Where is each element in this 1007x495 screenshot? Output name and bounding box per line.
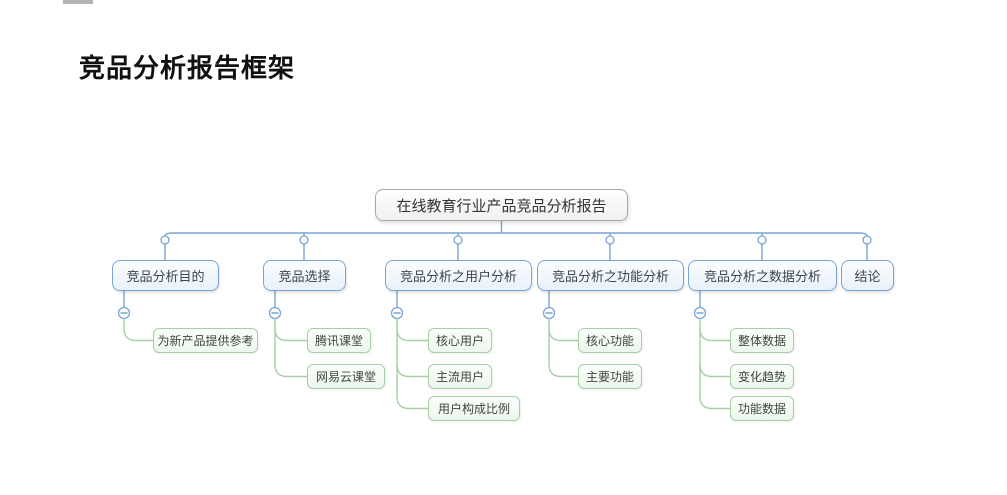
branch-joint-dot xyxy=(453,235,463,245)
mindmap-leaf-node[interactable]: 主要功能 xyxy=(578,364,642,389)
collapse-button[interactable] xyxy=(390,306,404,320)
mindmap-leaf-node[interactable]: 主流用户 xyxy=(428,364,492,389)
scrollbar-fragment xyxy=(63,0,93,4)
mindmap-leaf-node[interactable]: 腾讯课堂 xyxy=(307,328,371,353)
mindmap-branch-node[interactable]: 竞品选择 xyxy=(263,260,346,291)
branch-joint-dot xyxy=(160,235,170,245)
collapse-button[interactable] xyxy=(117,306,131,320)
connector-line xyxy=(699,317,731,410)
connector-line xyxy=(396,327,429,342)
branch-joint-dot xyxy=(862,235,872,245)
connector-line xyxy=(548,317,579,378)
collapse-button[interactable] xyxy=(693,306,707,320)
connector-line xyxy=(699,363,731,378)
connector-line xyxy=(274,317,308,378)
mindmap-branch-node[interactable]: 竞品分析之用户分析 xyxy=(385,260,532,291)
mindmap-branch-node[interactable]: 结论 xyxy=(841,260,894,291)
mindmap-leaf-node[interactable]: 功能数据 xyxy=(730,396,794,421)
collapse-button[interactable] xyxy=(542,306,556,320)
mindmap-leaf-node[interactable]: 变化趋势 xyxy=(730,364,794,389)
connector-line xyxy=(274,327,308,342)
mindmap-branch-node[interactable]: 竞品分析之功能分析 xyxy=(537,260,684,291)
mindmap-leaf-node[interactable]: 用户构成比例 xyxy=(428,396,520,421)
mindmap-leaf-node[interactable]: 为新产品提供参考 xyxy=(153,328,258,353)
connector-line xyxy=(548,327,579,342)
mindmap-leaf-node[interactable]: 核心用户 xyxy=(428,328,492,353)
mindmap-branch-node[interactable]: 竞品分析之数据分析 xyxy=(688,260,837,291)
branch-joint-dot xyxy=(757,235,767,245)
mindmap-leaf-node[interactable]: 网易云课堂 xyxy=(307,364,385,389)
connector-line xyxy=(164,232,868,237)
mindmap-leaf-node[interactable]: 核心功能 xyxy=(578,328,642,353)
mindmap-root-node[interactable]: 在线教育行业产品竞品分析报告 xyxy=(375,189,628,221)
branch-joint-dot xyxy=(299,235,309,245)
page-title: 竞品分析报告框架 xyxy=(79,53,296,83)
connector-line xyxy=(396,317,429,410)
connector-line xyxy=(396,363,429,378)
connector-line xyxy=(123,317,154,342)
branch-joint-dot xyxy=(605,235,615,245)
collapse-button[interactable] xyxy=(268,306,282,320)
connector-line xyxy=(699,327,731,342)
mindmap-leaf-node[interactable]: 整体数据 xyxy=(730,328,794,353)
mindmap-branch-node[interactable]: 竞品分析目的 xyxy=(112,260,219,291)
